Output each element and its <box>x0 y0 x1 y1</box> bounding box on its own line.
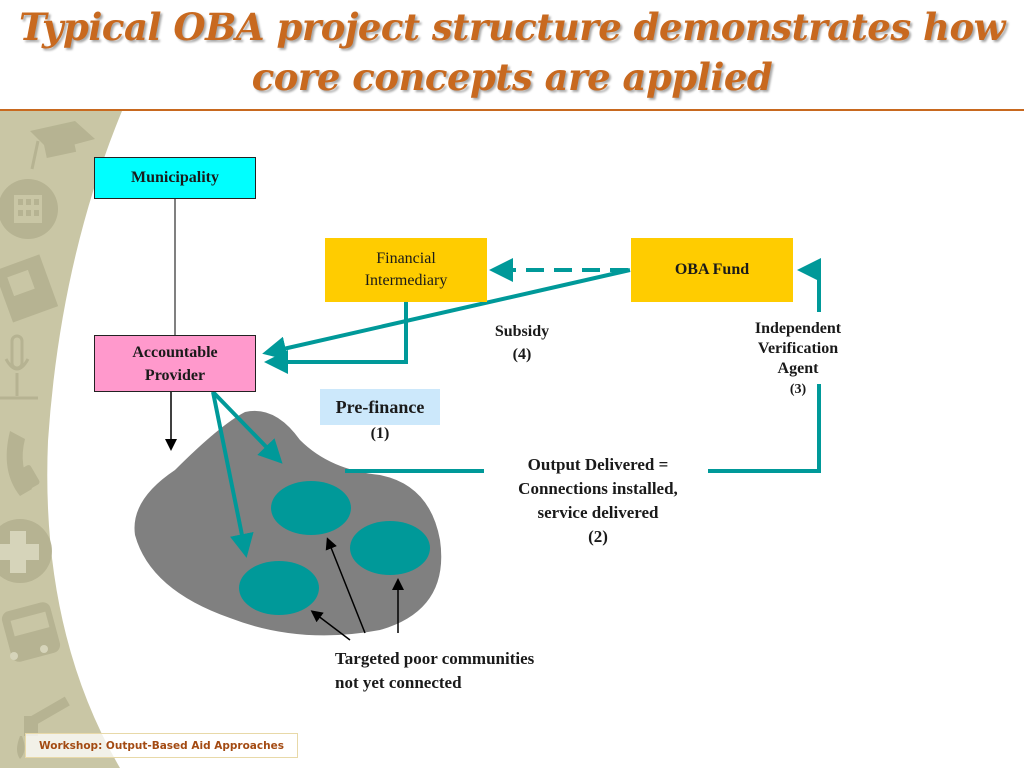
iva-line-2: Verification <box>757 340 839 357</box>
intermediary-label-line-1: Financial <box>376 250 436 267</box>
provider-label-line-2: Provider <box>144 366 206 384</box>
prefinance-step-label: (1) <box>370 425 390 442</box>
community-ellipse <box>350 521 430 575</box>
output-delivered-label: Output Delivered = Connections installed… <box>480 453 716 549</box>
decorative-sidebar <box>0 111 122 768</box>
title-divider <box>0 109 1024 111</box>
prefinance-label: Pre-finance <box>335 396 425 417</box>
financial-intermediary-node: Financial Intermediary <box>325 238 487 302</box>
municipality-label: Municipality <box>130 169 219 186</box>
output-line-1: Output Delivered = <box>527 455 669 474</box>
verification-step-label: (3) <box>789 382 807 397</box>
provider-to-community-arrow <box>211 390 283 464</box>
slide-footer: Workshop: Output-Based Aid Approaches <box>25 733 298 758</box>
verification-arrow <box>797 258 821 312</box>
output-line-3: service delivered <box>537 503 659 522</box>
slide-title-line-1: Typical OBA project structure demonstrat… <box>19 5 1005 49</box>
prefinance-arrow <box>264 302 408 374</box>
graduation-cap-icon <box>30 121 95 170</box>
pointer-arrow <box>325 537 366 634</box>
prefinance-node: Pre-finance <box>320 389 440 425</box>
output-step: (2) <box>588 527 608 546</box>
slide-title-line-2: core concepts are applied <box>251 55 773 99</box>
subsidy-step: (4) <box>512 346 532 363</box>
iva-line-3: Agent <box>777 360 819 377</box>
subsidy-arrow <box>262 268 631 361</box>
electric-plug-icon <box>0 254 59 323</box>
building-icon <box>0 179 58 239</box>
subsidy-text: Subsidy <box>494 323 550 340</box>
telephone-icon <box>6 431 40 496</box>
bus-icon <box>1 602 61 662</box>
community-ellipse <box>239 561 319 615</box>
provider-label-line-1: Accountable <box>132 343 218 361</box>
target-line-2: not yet connected <box>335 673 462 692</box>
municipality-node: Municipality <box>94 157 256 199</box>
water-tap-icon <box>17 696 70 759</box>
pointer-arrow <box>310 610 351 641</box>
slide-title: Typical OBA project structure demonstrat… <box>0 2 1024 102</box>
accountable-provider-node: Accountable Provider <box>94 335 256 392</box>
output-line-2: Connections installed, <box>518 479 678 498</box>
subsidy-label: Subsidy (4) <box>470 320 574 366</box>
intermediary-label-line-2: Intermediary <box>364 272 448 289</box>
iva-line-1: Independent <box>754 320 842 337</box>
provider-to-community-arrow <box>211 391 254 558</box>
oba-fund-label: OBA Fund <box>674 261 750 278</box>
oba-fund-node: OBA Fund <box>631 238 793 302</box>
microphone-icon <box>0 334 38 400</box>
medical-cross-icon <box>0 519 52 583</box>
verification-agent-label: Independent Verification Agent <box>735 319 861 379</box>
community-ellipse <box>271 481 351 535</box>
output-link-right <box>708 384 821 473</box>
targeted-communities-label: Targeted poor communities not yet connec… <box>335 647 595 695</box>
target-line-1: Targeted poor communities <box>335 649 535 668</box>
footer-text: Workshop: Output-Based Aid Approaches <box>39 739 284 752</box>
